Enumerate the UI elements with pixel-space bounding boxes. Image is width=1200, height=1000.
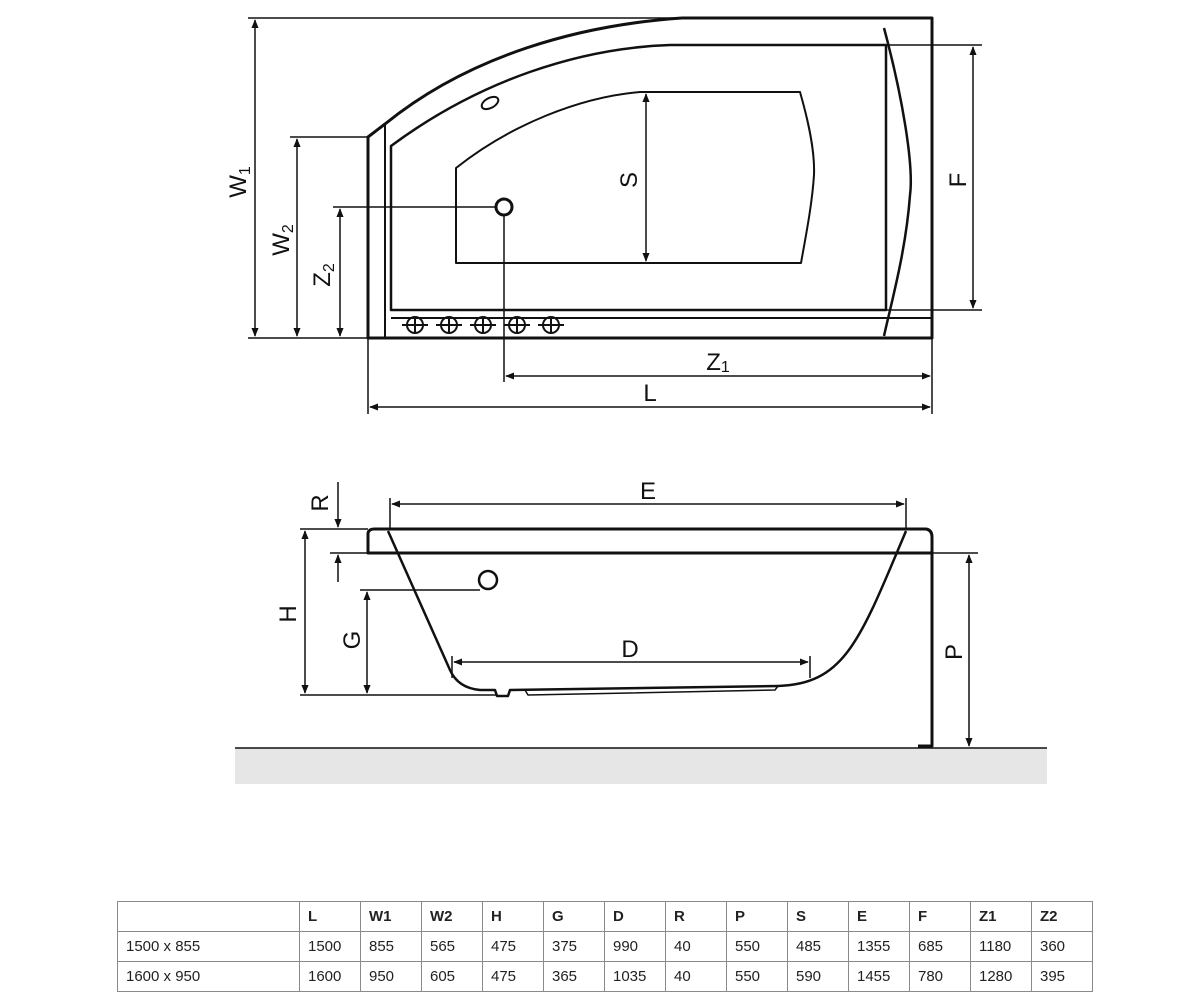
massage-jet-icon [402, 316, 428, 334]
table-cell: 360 [1031, 931, 1093, 962]
massage-jets [402, 316, 564, 334]
massage-jet-icon [504, 316, 530, 334]
label-g: G [339, 631, 366, 650]
table-cell: 685 [909, 931, 971, 962]
label-f: F [945, 173, 972, 188]
table-cell: 1180 [970, 931, 1032, 962]
table-cell: 1600 x 950 [117, 961, 300, 992]
bathtub-technical-drawing: W1 W2 Z2 S F Z1 L R E H G D P [225, 16, 1047, 784]
table-header-cell: Z2 [1031, 901, 1093, 932]
table-cell: 1600 [299, 961, 361, 992]
table-header-cell: W2 [421, 901, 483, 932]
table-row: 1600 x 950 1600 950 605 475 365 1035 40 … [117, 961, 1093, 992]
label-w2: W2 [268, 224, 297, 256]
table-header-cell: G [543, 901, 605, 932]
table-cell: 475 [482, 961, 544, 992]
table-cell: 1500 [299, 931, 361, 962]
table-cell: 990 [604, 931, 666, 962]
tub-apron [918, 553, 934, 748]
table-cell: 40 [665, 931, 727, 962]
tub-inner-rim [389, 43, 888, 312]
tub-body-side [386, 530, 908, 698]
tub-rim-side [366, 527, 934, 555]
table-header-cell: R [665, 901, 727, 932]
table-cell: 485 [787, 931, 849, 962]
table-header-cell: D [604, 901, 666, 932]
table-header-cell: L [299, 901, 361, 932]
table-cell: 40 [665, 961, 727, 992]
side-dimensions [300, 482, 978, 747]
table-cell: 1500 x 855 [117, 931, 300, 962]
top-dimensions [248, 17, 982, 414]
side-view [366, 527, 934, 748]
overflow-hole-icon [480, 95, 500, 111]
table-cell: 1280 [970, 961, 1032, 992]
table-row: 1500 x 855 1500 855 565 475 375 990 40 5… [117, 931, 1093, 962]
side-overflow-icon [477, 569, 499, 591]
table-header-cell: H [482, 901, 544, 932]
table-header-cell: P [726, 901, 788, 932]
table-cell: 365 [543, 961, 605, 992]
tub-outer-outline [366, 16, 934, 340]
label-w1: W1 [225, 166, 254, 198]
label-r: R [307, 494, 334, 511]
table-cell: 855 [360, 931, 422, 962]
table-cell: 605 [421, 961, 483, 992]
table-cell: 565 [421, 931, 483, 962]
table-cell: 1455 [848, 961, 910, 992]
label-s: S [616, 172, 643, 188]
table-cell: 550 [726, 931, 788, 962]
massage-jet-icon [470, 316, 496, 334]
massage-jet-icon [436, 316, 462, 334]
table-cell: 590 [787, 961, 849, 992]
top-view [366, 16, 934, 340]
drain-hole-icon [494, 197, 514, 217]
label-z1: Z1 [706, 349, 730, 376]
label-h: H [275, 605, 302, 622]
tub-body-bottom-skirt [524, 685, 779, 696]
table-header-cell: S [787, 901, 849, 932]
label-z2: Z2 [309, 263, 338, 287]
tub-basin-outline [455, 91, 816, 264]
table-cell: 1035 [604, 961, 666, 992]
table-header-row: L W1 W2 H G D R P S E F Z1 Z2 [117, 901, 1093, 932]
table-cell: 550 [726, 961, 788, 992]
table-cell: 780 [909, 961, 971, 992]
table-header-cell: W1 [360, 901, 422, 932]
label-l: L [643, 380, 656, 407]
tub-right-curve [882, 27, 913, 337]
table-header-cell: Z1 [970, 901, 1032, 932]
table-cell: 475 [482, 931, 544, 962]
massage-jet-icon [538, 316, 564, 334]
label-e: E [640, 478, 656, 505]
table-cell: 950 [360, 961, 422, 992]
label-p: P [941, 644, 968, 660]
floor [235, 748, 1047, 784]
dimensions-table: L W1 W2 H G D R P S E F Z1 Z2 1500 x 855… [117, 901, 1093, 992]
table-cell: 395 [1031, 961, 1093, 992]
table-cell: 1355 [848, 931, 910, 962]
table-cell: 375 [543, 931, 605, 962]
table-header-cell: E [848, 901, 910, 932]
label-d: D [621, 636, 638, 663]
table-header-cell: F [909, 901, 971, 932]
table-header-cell [117, 901, 300, 932]
